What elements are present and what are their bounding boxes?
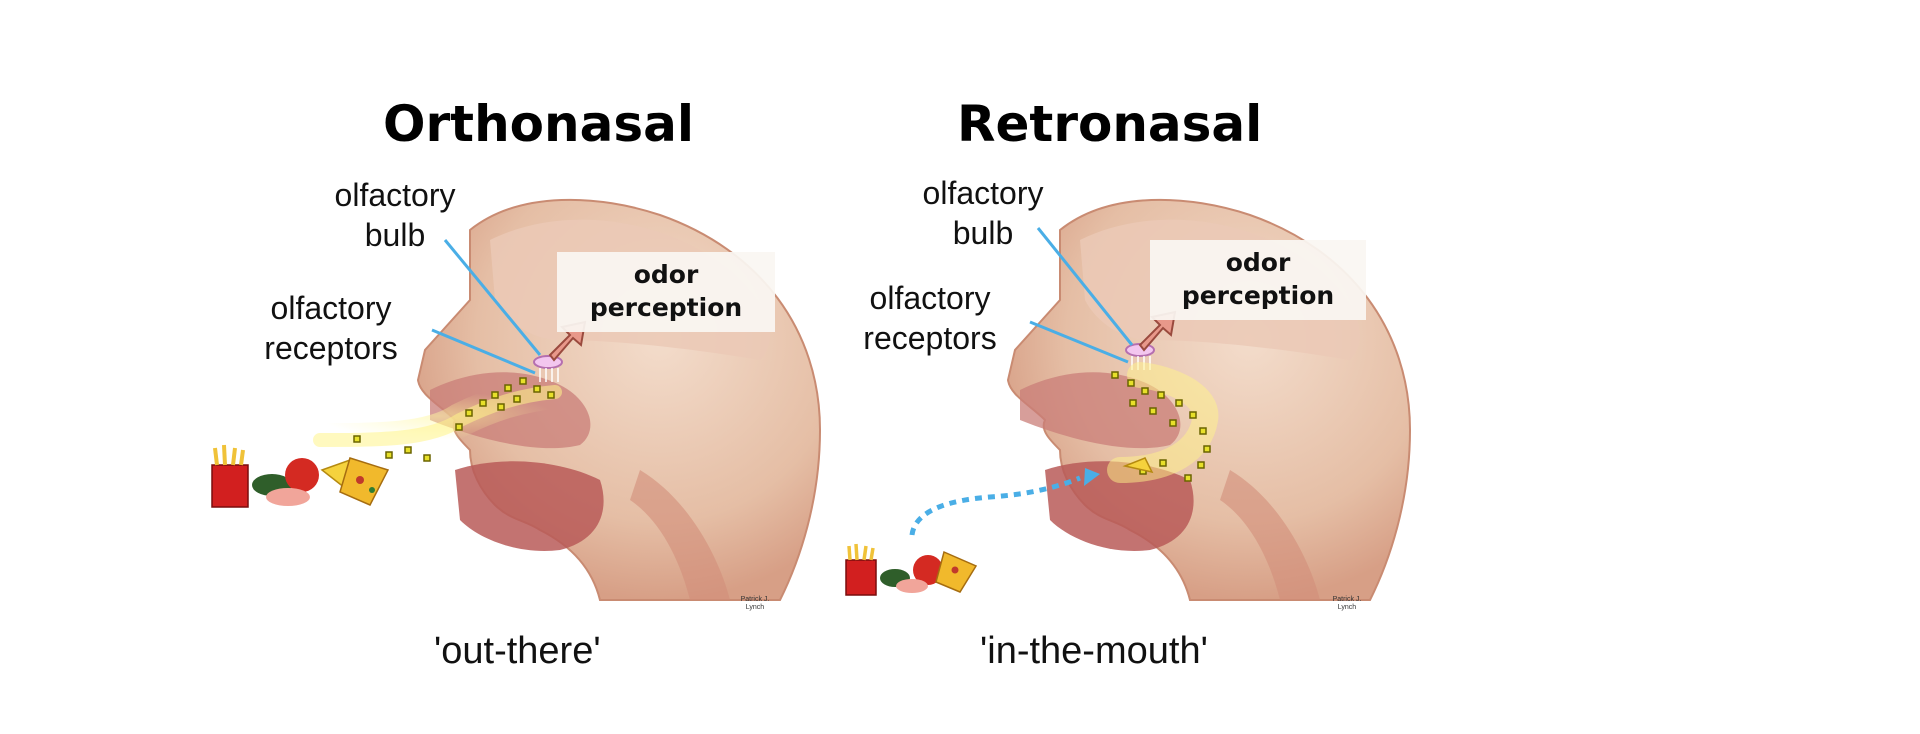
label-line: bulb xyxy=(364,217,426,253)
label-line: olfactory xyxy=(922,175,1044,211)
credit-line: Lynch xyxy=(745,604,765,611)
panel-caption: 'in-the-mouth' xyxy=(980,630,1208,672)
credit-line: Patrick J. xyxy=(1332,596,1362,603)
panel-caption: 'out-there' xyxy=(434,630,601,672)
olfactory-receptors-label: olfactory receptors xyxy=(251,288,411,368)
food-icon xyxy=(211,444,390,508)
odor-perception-box: odor perception xyxy=(557,252,775,332)
odor-line: odor xyxy=(1225,248,1291,277)
olfactory-receptors-label: olfactory receptors xyxy=(850,278,1010,358)
illustration-credit: Patrick J. Lynch xyxy=(1322,596,1372,612)
panel-orthonasal: Orthonasal olfactory bulb olfactory rece… xyxy=(211,95,822,672)
label-line: receptors xyxy=(863,320,997,356)
label-line: bulb xyxy=(952,215,1014,251)
odor-line: perception xyxy=(1181,281,1335,310)
olfactory-bulb-label: olfactory bulb xyxy=(320,175,470,255)
olfactory-bulb-label: olfactory bulb xyxy=(908,173,1058,253)
panel-title: Orthonasal xyxy=(383,95,694,153)
label-line: olfactory xyxy=(270,290,392,326)
odor-line: odor xyxy=(633,260,699,289)
odor-line: perception xyxy=(589,293,743,322)
credit-line: Lynch xyxy=(1337,604,1357,611)
panel-retronasal: Retronasal olfactory bulb olfactory rece… xyxy=(840,0,1600,734)
credit-line: Patrick J. xyxy=(740,596,770,603)
food-icon xyxy=(845,543,978,596)
illustration-credit: Patrick J. Lynch xyxy=(730,596,780,612)
panel-title: Retronasal xyxy=(957,95,1263,153)
odor-perception-box: odor perception xyxy=(1150,240,1366,320)
label-line: receptors xyxy=(264,330,398,366)
label-line: olfactory xyxy=(869,280,991,316)
label-line: olfactory xyxy=(334,177,456,213)
